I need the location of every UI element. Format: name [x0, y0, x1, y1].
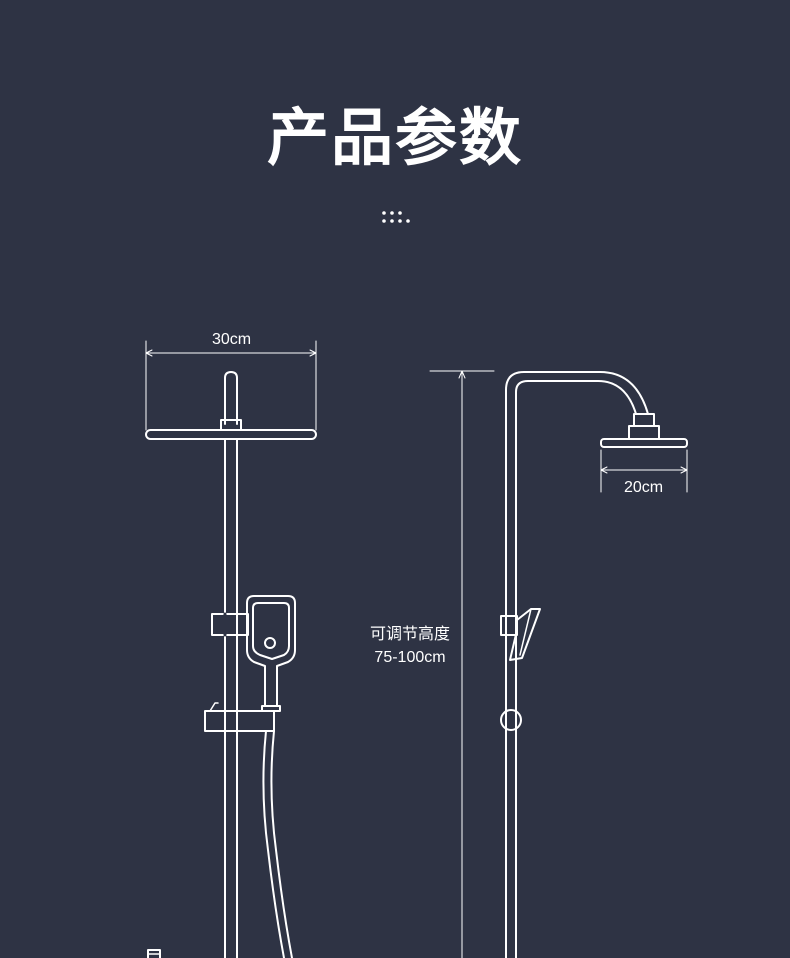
adjustable-height-title: 可调节高度: [369, 624, 450, 643]
handheld-shower: [246, 595, 296, 712]
adjustable-height-label: 可调节高度 75-100cm: [360, 622, 460, 670]
adjustable-height-range: 75-100cm: [374, 649, 446, 666]
head-diameter-dimension: [600, 449, 688, 493]
front-view: [145, 340, 317, 958]
head-diameter-label: 20cm: [624, 479, 664, 496]
top-width-label: 30cm: [212, 331, 252, 348]
decorative-dots-icon: [382, 211, 410, 223]
top-width-dimension: [145, 340, 317, 431]
page-title: 产品参数: [266, 101, 523, 174]
height-dimension: [429, 370, 495, 958]
side-view: [429, 370, 688, 958]
